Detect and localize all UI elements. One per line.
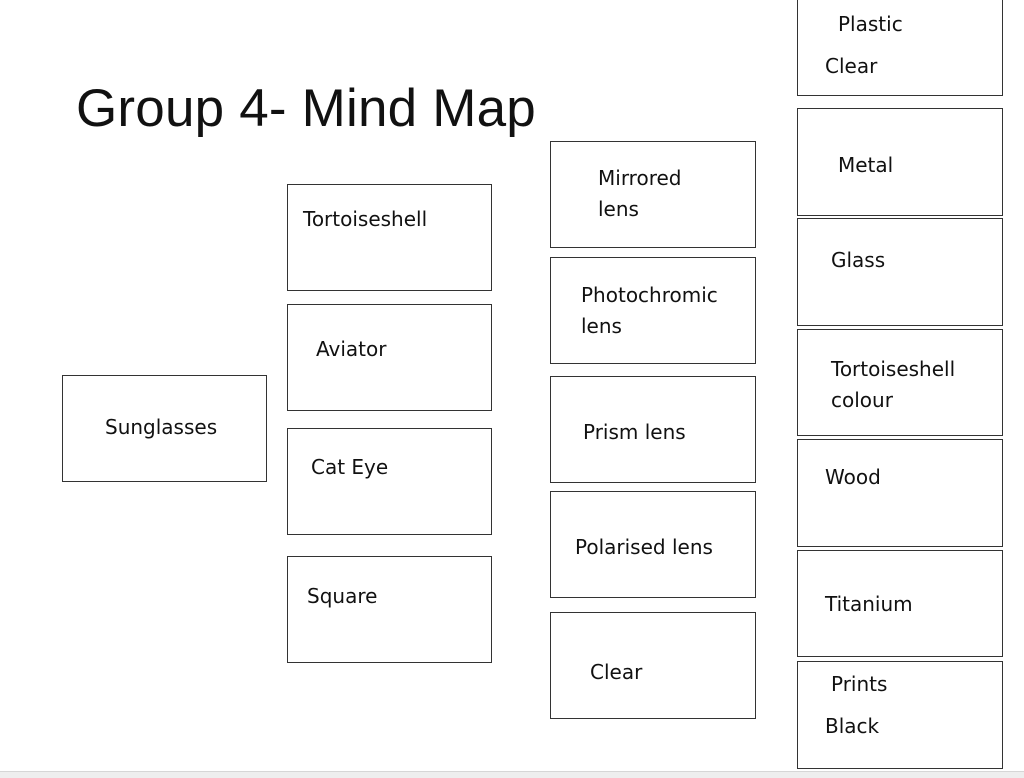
- slide-title: Group 4- Mind Map: [76, 79, 536, 138]
- node-material-wood[interactable]: Wood: [797, 439, 1003, 547]
- node-label: Titanium: [825, 592, 913, 616]
- node-label: Photochromic lens: [581, 283, 718, 338]
- node-label: Mirrored lens: [598, 166, 682, 221]
- node-material-tortoiseshell-colour[interactable]: Tortoiseshell colour: [797, 329, 1003, 436]
- node-style-aviator[interactable]: Aviator: [287, 304, 492, 411]
- bottom-scroll-bar: [0, 771, 1024, 778]
- node-material-plastic-clear[interactable]: Plastic Clear: [797, 0, 1003, 96]
- node-label: Sunglasses: [105, 415, 218, 439]
- node-material-metal[interactable]: Metal: [797, 108, 1003, 216]
- node-label: Polarised lens: [575, 535, 713, 559]
- node-label: Square: [307, 584, 378, 608]
- node-label: Clear: [590, 660, 643, 684]
- node-lens-photochromic[interactable]: Photochromic lens: [550, 257, 756, 364]
- node-label: Tortoiseshell colour: [831, 357, 956, 412]
- node-material-titanium[interactable]: Titanium: [797, 550, 1003, 657]
- node-style-cat-eye[interactable]: Cat Eye: [287, 428, 492, 535]
- node-label: Wood: [825, 465, 881, 489]
- node-label: Glass: [831, 248, 886, 272]
- node-style-square[interactable]: Square: [287, 556, 492, 663]
- node-lens-clear[interactable]: Clear: [550, 612, 756, 719]
- node-label: Prism lens: [583, 420, 686, 444]
- node-lens-mirrored[interactable]: Mirrored lens: [550, 141, 756, 248]
- node-sunglasses[interactable]: Sunglasses: [62, 375, 267, 482]
- node-lens-polarised[interactable]: Polarised lens: [550, 491, 756, 598]
- node-lens-prism[interactable]: Prism lens: [550, 376, 756, 483]
- node-label: Aviator: [316, 337, 387, 361]
- node-label: Metal: [838, 153, 894, 177]
- node-style-tortoiseshell[interactable]: Tortoiseshell: [287, 184, 492, 291]
- node-label: Cat Eye: [311, 455, 389, 479]
- node-label-secondary: Clear: [825, 54, 878, 78]
- node-label-secondary: Black: [825, 714, 880, 738]
- node-material-glass[interactable]: Glass: [797, 218, 1003, 326]
- node-label: Tortoiseshell: [303, 207, 428, 231]
- node-label: Prints: [831, 672, 888, 696]
- node-material-prints-black[interactable]: Prints Black: [797, 661, 1003, 769]
- node-label: Plastic: [838, 12, 903, 36]
